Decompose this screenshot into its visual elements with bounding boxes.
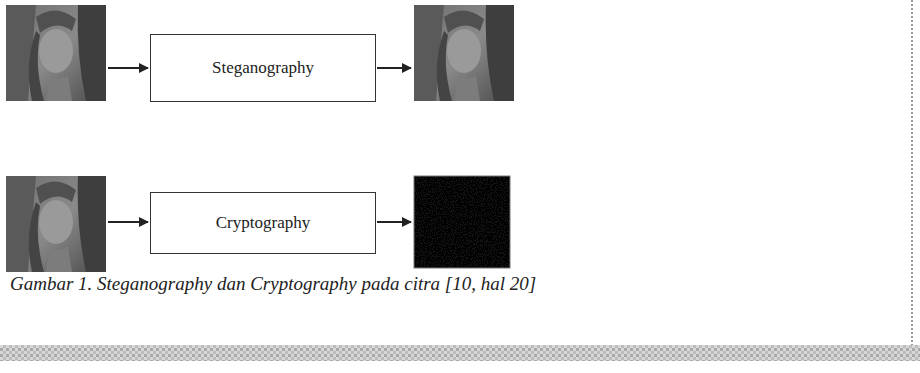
cipher-image [414, 176, 510, 268]
cipher-noise [414, 176, 510, 268]
plain-image [6, 176, 106, 272]
page-band [0, 345, 920, 361]
process-box: Cryptography [150, 192, 376, 254]
flow-arrow [377, 221, 411, 223]
figure-caption: Gambar 1. Steganography dan Cryptography… [10, 273, 536, 295]
cover-image [6, 5, 106, 101]
flow-arrow [108, 221, 148, 223]
process-box: Steganography [150, 34, 376, 102]
page-border [911, 0, 913, 345]
stego-image [414, 5, 514, 101]
flow-arrow [377, 67, 411, 69]
box-label: Steganography [212, 58, 314, 78]
flow-arrow [108, 67, 148, 69]
box-label: Cryptography [216, 213, 310, 233]
